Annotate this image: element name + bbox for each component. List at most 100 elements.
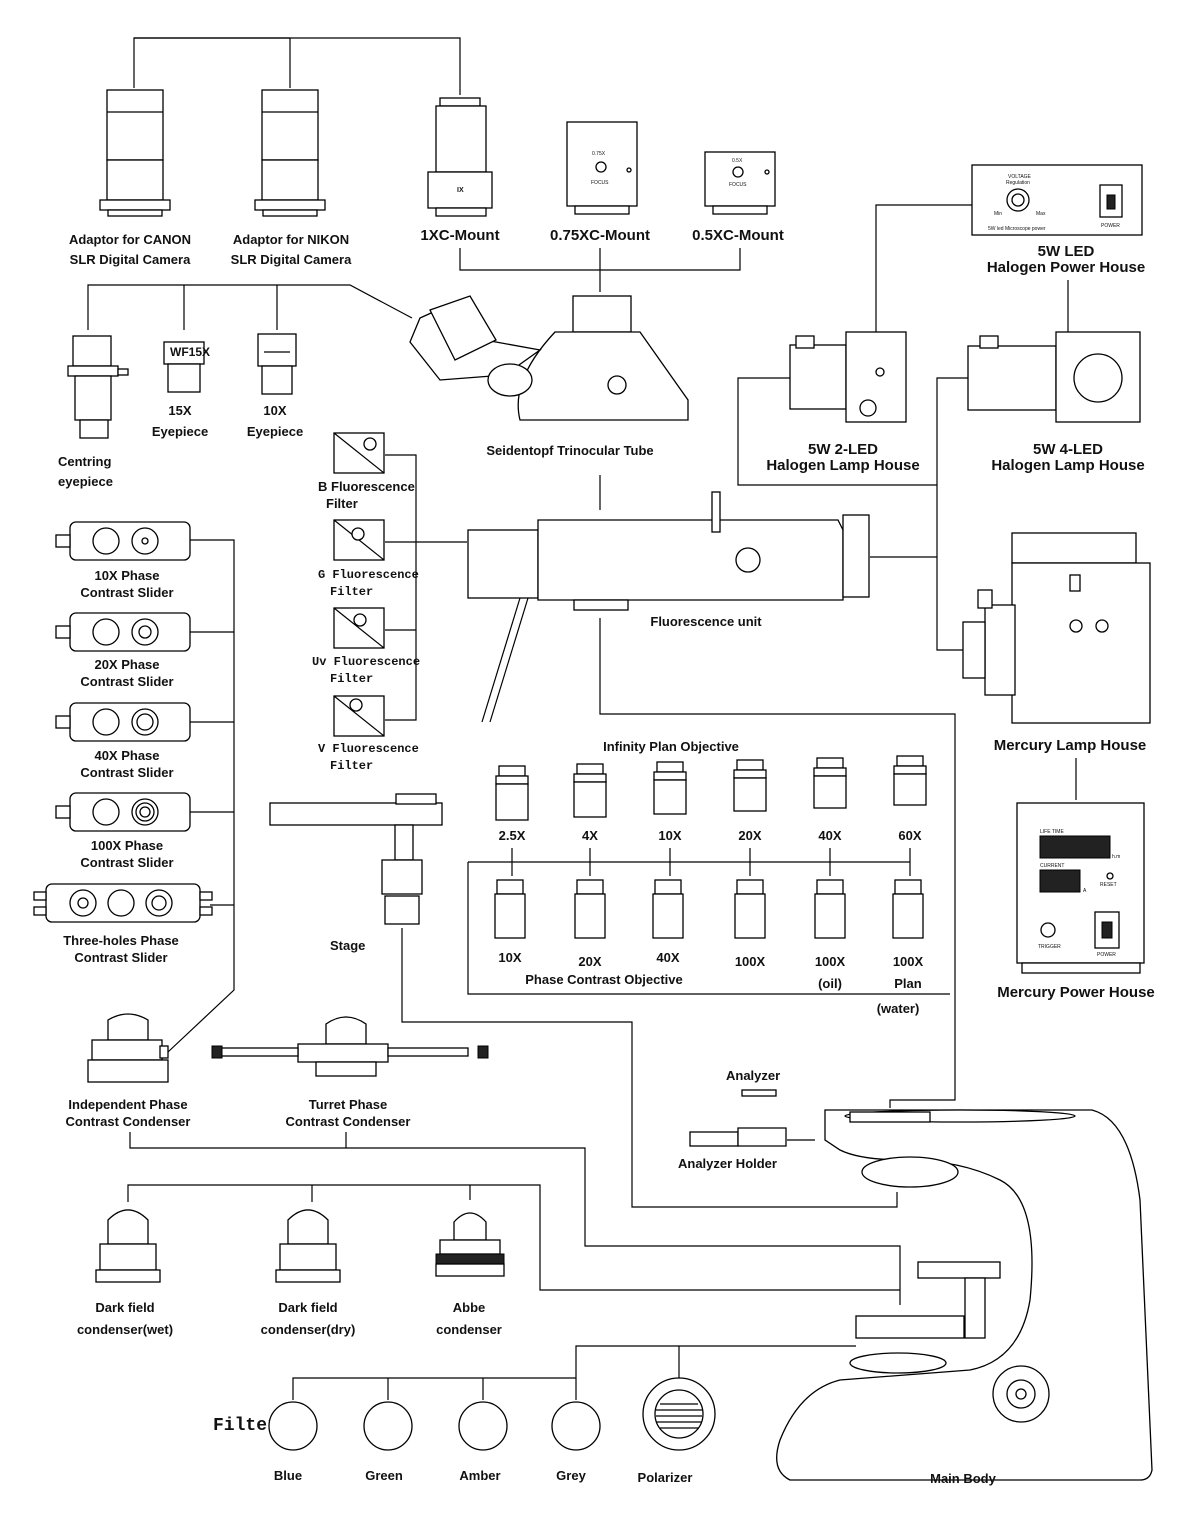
phase-objective: 40X: [652, 879, 684, 965]
psu-min-text: Min: [994, 211, 1002, 217]
centring-eyepiece-label-2: eyepiece: [58, 474, 113, 489]
merc-trigger-text: TRIGGER: [1038, 944, 1061, 950]
slider-10x-label-2: Contrast Slider: [80, 585, 173, 600]
psu-model-text: 5W led Microscope power: [988, 226, 1046, 232]
psu-power-text: POWER: [1101, 223, 1120, 229]
c-mount-05x-mark: 0.5X: [732, 158, 743, 164]
dark-field-wet-label-2: condenser(wet): [77, 1322, 173, 1337]
phase-objective-label: 20X: [578, 954, 601, 969]
abbe-condenser-label-1: Abbe: [453, 1300, 486, 1315]
analyzer-label: Analyzer: [726, 1068, 780, 1083]
filter-green-label: Green: [365, 1468, 403, 1483]
psu-regulation-text: Regulation: [1006, 180, 1030, 186]
uv-filter-label-2: Filter: [330, 672, 373, 686]
slider-40x-label-2: Contrast Slider: [80, 765, 173, 780]
dark-field-wet-label-1: Dark field: [95, 1300, 154, 1315]
c-mount-075x-mark: 0.75X: [592, 151, 606, 157]
c-mount-1x-label: 1XC-Mount: [420, 227, 499, 244]
independent-condenser: [87, 1013, 169, 1083]
fluorescence-filter-v: [333, 695, 385, 737]
plan-objective: 20X: [733, 759, 767, 843]
phase-slider-40x: [55, 702, 191, 742]
lamp-house-2led: [789, 331, 907, 423]
dark-field-dry-label-2: condenser(dry): [261, 1322, 356, 1337]
slider-20x-label-2: Contrast Slider: [80, 674, 173, 689]
plan-objective: 10X: [653, 761, 687, 843]
mercury-lamp-house-label: Mercury Lamp House: [994, 737, 1147, 754]
lamp-house-4led: [967, 331, 1141, 423]
dark-field-dry-condenser: [275, 1209, 341, 1283]
microscope-main-body: [776, 1109, 1153, 1481]
lamp-house-4led-label-2: Halogen Lamp House: [991, 457, 1144, 474]
filter-grey: [551, 1401, 601, 1451]
plan-objective-label: 2.5X: [499, 828, 526, 843]
lamp-house-4led-label-1: 5W 4-LED: [1033, 441, 1103, 458]
slider-20x-label-1: 20X Phase: [94, 657, 159, 672]
lamp-house-2led-label-1: 5W 2-LED: [808, 441, 878, 458]
phase-water-note: (water): [877, 1001, 920, 1016]
plan-objective-label: 60X: [898, 828, 921, 843]
slider-three-holes-label-2: Contrast Slider: [74, 950, 167, 965]
phase-objective-note: Plan: [894, 976, 922, 991]
filter-green: [363, 1401, 413, 1451]
phase-objective-label: 100X: [815, 954, 846, 969]
plan-objective-label: 20X: [738, 828, 761, 843]
slider-100x-label-1: 100X Phase: [91, 838, 163, 853]
merc-power-text: POWER: [1097, 952, 1116, 958]
adaptor-canon-label-2: SLR Digital Camera: [70, 252, 191, 267]
phase-objective: 20X: [574, 879, 606, 969]
eyepiece-10x: [257, 333, 297, 395]
phase-slider-20x: [55, 612, 191, 652]
slider-10x-label-1: 10X Phase: [94, 568, 159, 583]
adaptor-nikon-label-1: Adaptor for NIKON: [233, 232, 349, 247]
phase-objective-label: 100X: [735, 954, 766, 969]
phase-objective: 100X: [734, 879, 766, 969]
phase-objective-label: 10X: [498, 950, 521, 965]
eyepiece-15x: WF15X: [163, 341, 210, 393]
polarizer-label: Polarizer: [638, 1470, 693, 1485]
fluorescence-unit-label: Fluorescence unit: [650, 614, 762, 629]
g-filter-label-2: Filter: [330, 585, 373, 599]
c-mount-05x-focus: FOCUS: [729, 182, 747, 188]
merc-unit-a-text: A: [1083, 888, 1087, 894]
adaptor-canon: [99, 89, 171, 217]
b-filter-label-2: Filter: [326, 496, 358, 511]
phase-slider-three-holes: [33, 883, 213, 923]
phase-objective-note: (oil): [818, 976, 842, 991]
c-mount-05x-label: 0.5XC-Mount: [692, 227, 784, 244]
filter-blue-label: Blue: [274, 1468, 302, 1483]
merc-current-text: CURRENT: [1040, 863, 1064, 869]
stage: [269, 793, 443, 925]
slider-three-holes-label-1: Three-holes Phase: [63, 933, 179, 948]
trinocular-tube-label: Seidentopf Trinocular Tube: [486, 443, 653, 458]
eyepiece-15x-label-2: Eyepiece: [152, 424, 208, 439]
infinity-plan-objective-title: Infinity Plan Objective: [603, 739, 739, 754]
c-mount-05x: 0.5X FOCUS: [704, 151, 776, 215]
merc-reset-text: RESET: [1100, 882, 1117, 888]
merc-lifetime-text: LIFE TIME: [1040, 829, 1064, 835]
plan-objective-label: 10X: [658, 828, 681, 843]
fluorescence-filter-g: [333, 519, 385, 561]
psu-voltage-text: VOLTAGE: [1008, 174, 1032, 180]
polarizer: [642, 1377, 716, 1451]
abbe-condenser: [435, 1212, 505, 1277]
analyzer-holder-label: Analyzer Holder: [678, 1156, 777, 1171]
centring-eyepiece-label-1: Centring: [58, 454, 112, 469]
phase-objective: 10X: [494, 879, 526, 965]
phase-objective: 100X (oil): [814, 879, 846, 991]
c-mount-1x-mark: IX: [457, 187, 464, 194]
fluorescence-filter-b: [333, 432, 385, 474]
main-body-label: Main Body: [930, 1471, 996, 1486]
led-power-house-label-2: Halogen Power House: [987, 259, 1145, 276]
plan-objective: 60X: [893, 755, 927, 843]
dark-field-dry-label-1: Dark field: [278, 1300, 337, 1315]
phase-contrast-objective-title: Phase Contrast Objective: [525, 972, 683, 987]
lamp-house-2led-label-2: Halogen Lamp House: [766, 457, 919, 474]
adaptor-canon-label-1: Adaptor for CANON: [69, 232, 191, 247]
filter-title: Filter: [213, 1416, 278, 1436]
v-filter-label-1: V Fluorescence: [318, 742, 419, 756]
plan-objective: 4X: [573, 763, 607, 843]
plan-objective-label: 4X: [582, 828, 598, 843]
